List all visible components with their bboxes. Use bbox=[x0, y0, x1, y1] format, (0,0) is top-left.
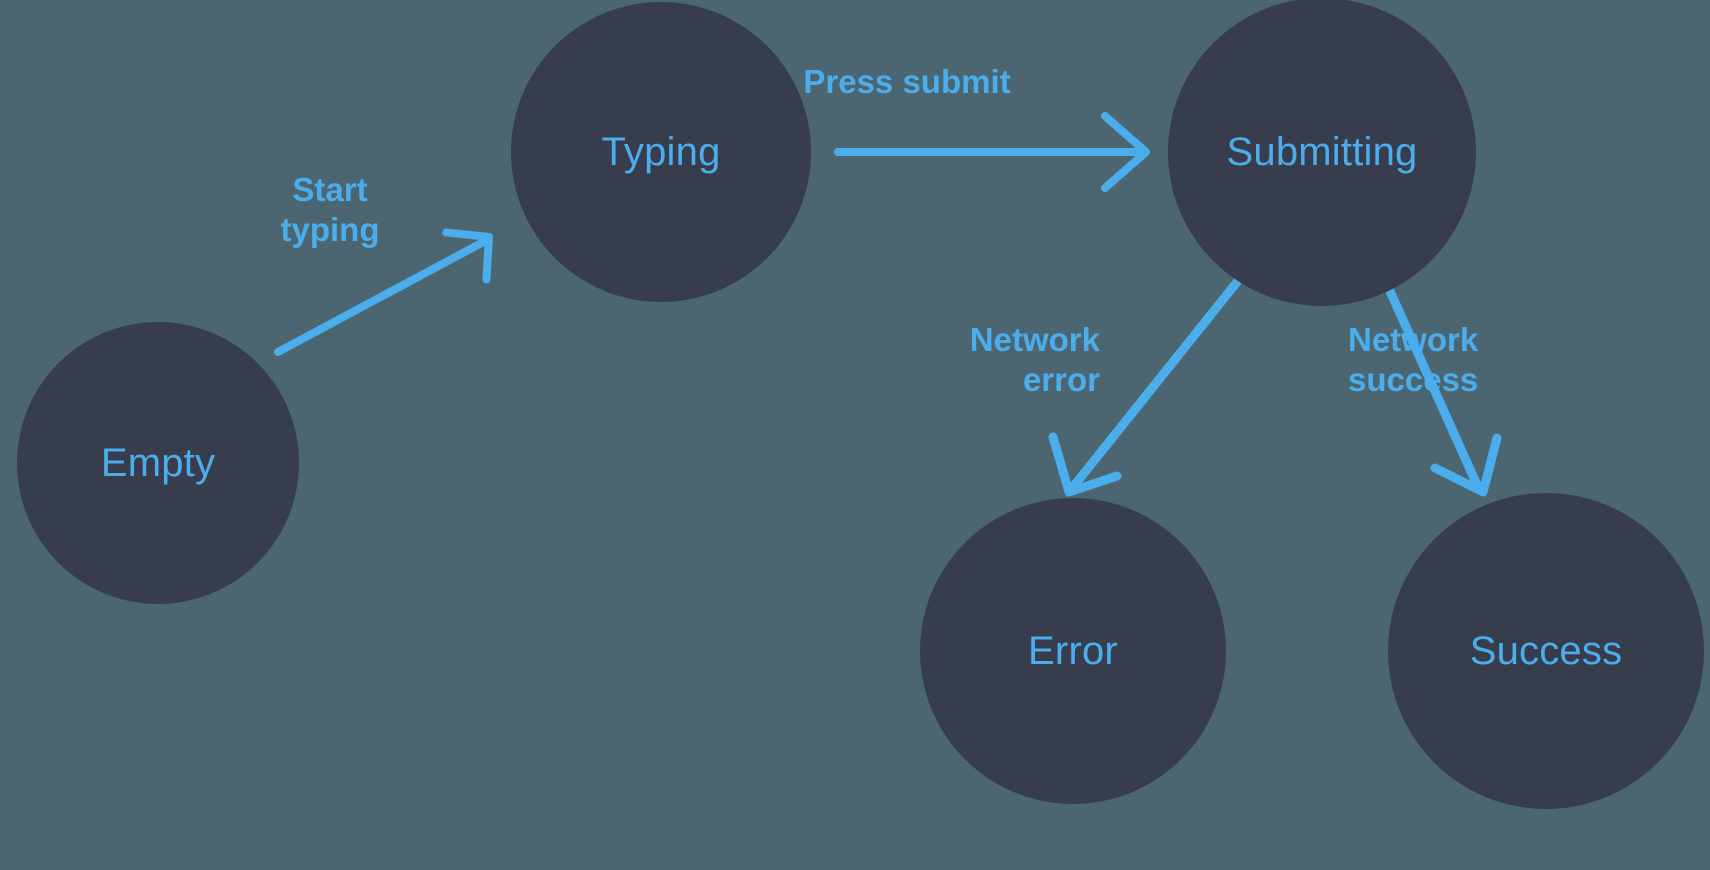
edge-submitting-to-success bbox=[1380, 275, 1502, 497]
state-node-typing[interactable]: Typing bbox=[511, 2, 811, 302]
edge-submitting-to-error bbox=[1048, 277, 1242, 497]
state-node-error[interactable]: Error bbox=[920, 498, 1226, 804]
state-node-label: Error bbox=[1028, 629, 1118, 673]
state-node-label: Empty bbox=[100, 441, 216, 485]
edge-label-network-error: Network error bbox=[969, 321, 1100, 399]
state-node-label: Typing bbox=[601, 130, 721, 174]
edge-label-start-typing: Start typing bbox=[280, 171, 380, 249]
state-node-empty[interactable]: Empty bbox=[17, 322, 299, 604]
state-node-label: Submitting bbox=[1226, 130, 1418, 174]
edge-label-press-submit: Press submit bbox=[803, 63, 1011, 100]
edge-empty-to-typing bbox=[274, 228, 493, 356]
state-node-label: Success bbox=[1469, 629, 1623, 673]
state-node-success[interactable]: Success bbox=[1388, 493, 1704, 809]
state-node-submitting[interactable]: Submitting bbox=[1168, 0, 1476, 306]
edge-label-network-success: Network success bbox=[1348, 321, 1479, 399]
edge-typing-to-submitting bbox=[834, 112, 1150, 192]
